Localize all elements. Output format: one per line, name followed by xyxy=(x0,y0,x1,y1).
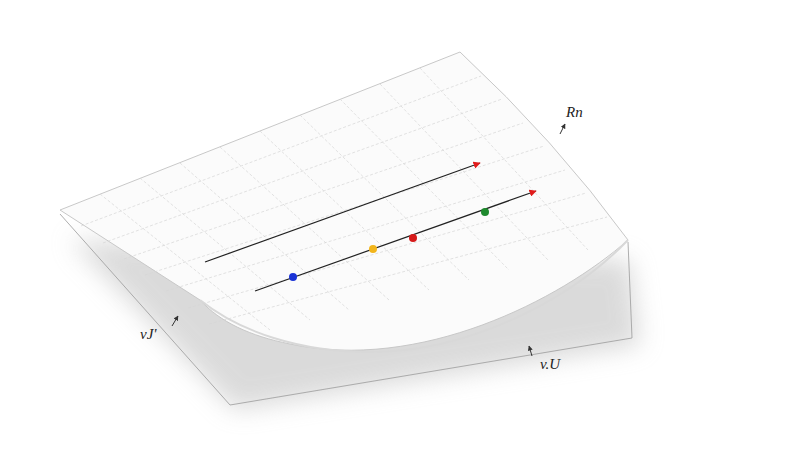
point-green xyxy=(481,208,489,216)
sheet-curl xyxy=(200,240,628,352)
point-blue xyxy=(289,273,297,281)
axis-label: Rn xyxy=(566,104,583,121)
point-yellow xyxy=(369,245,377,253)
point-red xyxy=(409,234,417,242)
curve-line xyxy=(255,191,536,291)
leader-arrow xyxy=(560,124,565,134)
grid xyxy=(81,68,607,330)
leader-arrow xyxy=(172,316,178,326)
leader-arrow xyxy=(529,346,532,356)
axis-label: vJ' xyxy=(140,326,157,343)
curve-line xyxy=(205,163,480,262)
axis-label: v.U xyxy=(540,356,560,373)
